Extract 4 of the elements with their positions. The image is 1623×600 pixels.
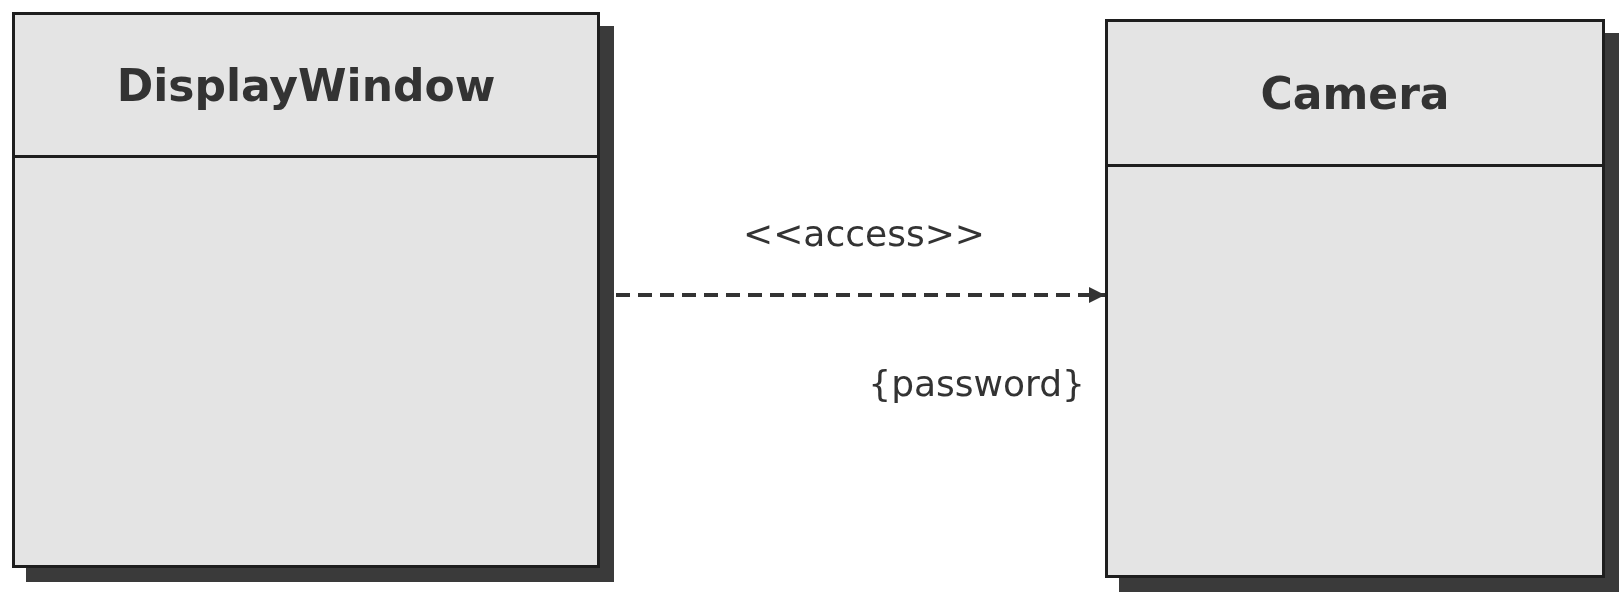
- class-name: Camera: [1260, 67, 1450, 119]
- dashed-arrow: [616, 287, 1105, 303]
- class-name: DisplayWindow: [116, 59, 496, 111]
- constraint-label: {password}: [868, 362, 1085, 404]
